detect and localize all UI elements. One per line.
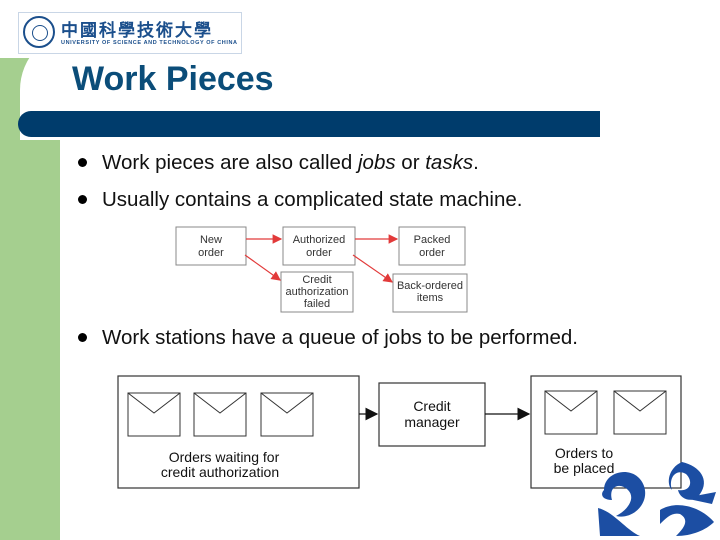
bullet-dot-icon	[78, 333, 87, 342]
state-label: Authorized	[293, 234, 346, 246]
state-label: Packed	[414, 234, 451, 246]
bullet-dot-icon	[78, 195, 87, 204]
logo-english-name: UNIVERSITY OF SCIENCE AND TECHNOLOGY OF …	[61, 40, 238, 46]
university-emblem-icon	[23, 16, 55, 48]
queue-label: Orders to	[555, 445, 614, 461]
queue-label: credit authorization	[161, 464, 279, 480]
state-label: order	[419, 247, 445, 259]
slide-title: Work Pieces	[72, 60, 274, 98]
state-label: Credit	[302, 274, 331, 286]
bullet-dot-icon	[78, 158, 87, 167]
state-label: items	[417, 292, 444, 304]
title-underline-bar	[18, 111, 600, 137]
envelope-flap	[193, 392, 247, 414]
state-label: failed	[304, 298, 330, 310]
state-machine-diagram: New order Authorized order Packed order …	[175, 226, 468, 313]
credit-manager-box	[378, 382, 486, 447]
queue-label: Orders waiting for	[169, 449, 280, 465]
state-label: Back-ordered	[397, 280, 463, 292]
envelope-flap	[260, 392, 314, 414]
manager-label: Credit	[413, 398, 450, 414]
envelope-flap	[544, 390, 598, 412]
transition-arrow	[352, 254, 393, 283]
work-queue-diagram: Orders waiting for credit authorization …	[117, 375, 682, 489]
state-authorized-order	[282, 226, 356, 266]
manager-label: manager	[404, 414, 460, 430]
logo-chinese-name: 中國科學技術大學	[61, 21, 213, 41]
bullet-text-1: Work pieces are also called jobs or task…	[102, 151, 479, 174]
state-back-ordered	[392, 273, 468, 313]
bullet-text-3: Work stations have a queue of jobs to be…	[102, 326, 578, 349]
dragon-motif-icon	[598, 462, 716, 536]
transition-arrow	[244, 254, 281, 281]
university-logo: 中國科學技術大學 UNIVERSITY OF SCIENCE AND TECHN…	[18, 12, 242, 54]
state-credit-failed	[280, 271, 354, 313]
state-label: New	[200, 234, 222, 246]
state-new-order	[175, 226, 247, 266]
state-label: order	[306, 247, 332, 259]
envelope-flap	[127, 392, 181, 414]
state-label: order	[198, 247, 224, 259]
state-packed-order	[398, 226, 466, 266]
state-label: authorization	[286, 286, 349, 298]
queue-label: be placed	[554, 460, 615, 476]
bullet-text-2: Usually contains a complicated state mac…	[102, 188, 523, 211]
envelope-flap	[613, 390, 667, 412]
